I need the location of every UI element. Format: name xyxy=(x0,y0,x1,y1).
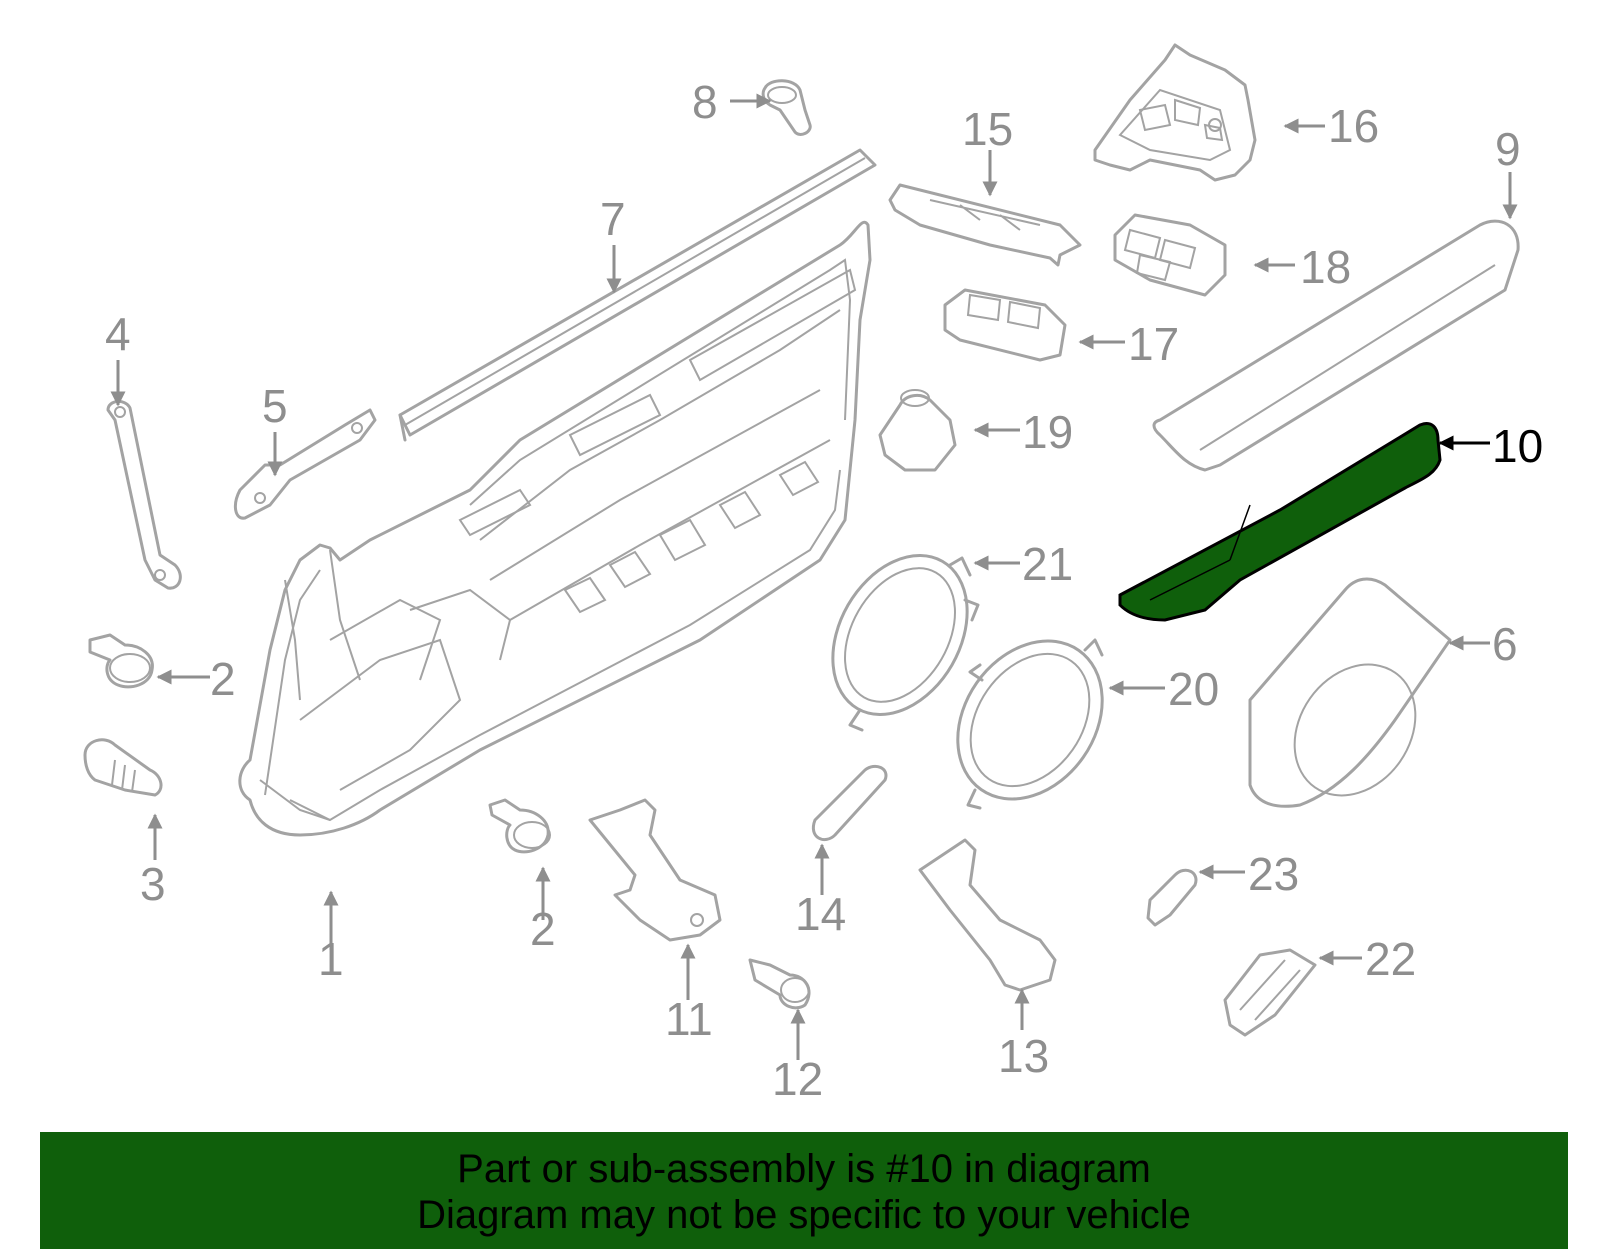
clip-part-2b[interactable] xyxy=(488,798,551,854)
speaker-bracket-part-21[interactable] xyxy=(806,531,995,738)
callout-8: 8 xyxy=(692,76,718,128)
callout-21: 21 xyxy=(1022,538,1073,590)
switch-part-18[interactable] xyxy=(1113,213,1227,297)
info-banner: Part or sub-assembly is #10 in diagram D… xyxy=(40,1132,1568,1249)
switch-part-19[interactable] xyxy=(878,389,957,472)
clip-part-8[interactable] xyxy=(761,79,812,136)
callout-6: 6 xyxy=(1492,618,1518,670)
banner-line-2: Diagram may not be specific to your vehi… xyxy=(417,1193,1191,1237)
callout-5: 5 xyxy=(262,380,288,432)
upper-trim-part-9[interactable] xyxy=(1152,219,1520,472)
belt-molding-part-7[interactable] xyxy=(398,148,877,442)
speaker-bracket-part-20[interactable] xyxy=(928,613,1132,827)
callout-17: 17 xyxy=(1128,318,1179,370)
lamp-part-22[interactable] xyxy=(1223,948,1317,1037)
pin-part-14[interactable] xyxy=(811,764,888,841)
callout-16: 16 xyxy=(1328,100,1379,152)
banner-line-1: Part or sub-assembly is #10 in diagram xyxy=(457,1147,1151,1191)
bulb-part-23[interactable] xyxy=(1146,868,1198,927)
callout-14: 14 xyxy=(795,888,846,940)
clip-part-2a[interactable] xyxy=(88,633,154,689)
callout-12: 12 xyxy=(772,1053,823,1105)
callout-7: 7 xyxy=(600,193,626,245)
callout-1: 1 xyxy=(318,933,344,985)
callout-3: 3 xyxy=(140,858,166,910)
callout-10: 10 xyxy=(1492,420,1543,472)
callout-20: 20 xyxy=(1168,663,1219,715)
screw-part-12[interactable] xyxy=(748,958,811,1010)
callout-11: 11 xyxy=(665,993,713,1045)
callout-13: 13 xyxy=(998,1030,1049,1082)
bracket-part-5[interactable] xyxy=(233,408,377,520)
callout-18: 18 xyxy=(1300,241,1351,293)
armrest-trim-part-10-highlighted[interactable] xyxy=(1118,422,1442,622)
parts-diagram: 1 2 2 3 4 5 6 7 8 9 10 11 12 13 14 15 16… xyxy=(83,43,1543,1105)
callout-22: 22 xyxy=(1365,933,1416,985)
callout-9: 9 xyxy=(1495,123,1521,175)
door-trim-panel-part-1[interactable] xyxy=(238,221,872,837)
switch-bezel-part-15[interactable] xyxy=(888,183,1082,267)
speaker-grille-part-6[interactable] xyxy=(1248,577,1452,819)
switch-panel-part-16[interactable] xyxy=(1093,43,1257,182)
callout-4: 4 xyxy=(105,308,131,360)
duct-part-13[interactable] xyxy=(918,838,1057,992)
callout-23: 23 xyxy=(1248,848,1299,900)
switch-part-17[interactable] xyxy=(943,288,1067,362)
callout-15: 15 xyxy=(962,103,1013,155)
bracket-part-11[interactable] xyxy=(588,798,722,942)
callout-2b: 2 xyxy=(530,903,556,955)
bracket-part-4[interactable] xyxy=(106,400,182,590)
callout-2a: 2 xyxy=(210,653,236,705)
callouts: 1 2 2 3 4 5 6 7 8 9 10 11 12 13 14 15 16… xyxy=(105,76,1543,1105)
callout-19: 19 xyxy=(1022,406,1073,458)
clip-part-3[interactable] xyxy=(83,738,163,797)
